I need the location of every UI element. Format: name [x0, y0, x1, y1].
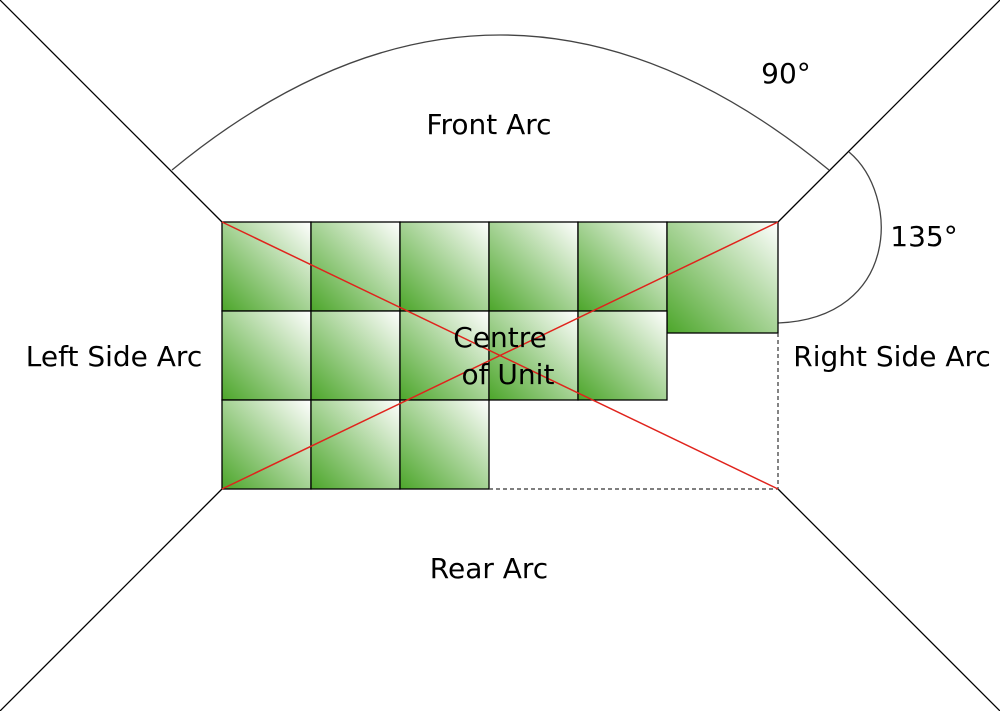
- unit-tile: [221, 399, 312, 490]
- centre-label-line2: of Unit: [462, 358, 555, 391]
- unit-tile: [399, 310, 490, 401]
- arc-boundary-bottom-right: [777, 488, 1000, 711]
- front-arc-label: Front Arc: [426, 108, 551, 141]
- left-side-arc-label: Left Side Arc: [26, 340, 202, 373]
- unit-tile: [399, 399, 490, 490]
- unit-tile: [577, 221, 668, 312]
- angle-135-label: 135°: [890, 220, 957, 253]
- unit-tile: [221, 221, 312, 312]
- centre-label-line1: Centre: [453, 321, 547, 354]
- rear-arc-label: Rear Arc: [430, 552, 548, 585]
- unit-tile: [488, 221, 579, 312]
- front-angle-arc: [171, 34, 830, 171]
- unit-tile: [666, 221, 779, 334]
- corner-angle-arc: [777, 151, 882, 324]
- arc-boundary-top-right: [777, 0, 1000, 223]
- unit-tile: [310, 399, 401, 490]
- angle-90-label: 90°: [761, 57, 811, 90]
- right-side-arc-label: Right Side Arc: [793, 340, 991, 373]
- arc-boundary-top-left: [0, 0, 223, 223]
- unit-tile: [399, 221, 490, 312]
- diagonal-line: [221, 221, 779, 490]
- unit-tile: [310, 221, 401, 312]
- unit-tile: [221, 310, 312, 401]
- unit-tile: [577, 310, 668, 401]
- arc-boundary-bottom-left: [0, 488, 223, 711]
- unit-tile: [310, 310, 401, 401]
